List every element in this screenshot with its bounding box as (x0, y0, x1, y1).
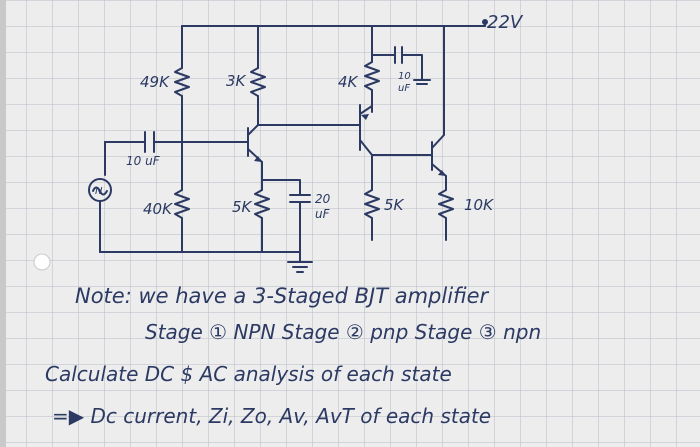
re3-resistor (438, 189, 454, 219)
q1-transistor (181, 124, 263, 163)
ac-source-wave (92, 186, 108, 196)
notebook-binding (0, 0, 6, 447)
ce2-label-top: 10 (398, 71, 411, 82)
punch-hole (33, 253, 51, 271)
re1-label: 5K (232, 198, 253, 216)
r1-resistor (174, 67, 190, 97)
ce1-label-bottom: uF (315, 207, 331, 221)
rc2-label: 5K (384, 196, 405, 214)
source-label: N (95, 186, 103, 197)
supply-label: 22V (487, 12, 524, 33)
q3-transistor (431, 129, 447, 177)
note-line-1: Note: we have a 3-Staged BJT amplifier (75, 284, 490, 308)
note-line-2: Stage ① NPN Stage ② pnp Stage ③ npn (145, 320, 541, 344)
note-line-4: =▶ Dc current, Zi, Zo, Av, AvT of each s… (52, 404, 491, 428)
c-in-label: 10 uF (126, 154, 161, 168)
r2-resistor (174, 189, 190, 219)
r-e2-resistor (364, 61, 380, 91)
r2-label: 40K (143, 200, 173, 218)
ce2-label-bottom: uF (398, 83, 410, 94)
rc2-resistor (364, 189, 380, 219)
ce2-capacitor (371, 46, 431, 85)
input-capacitor (104, 131, 183, 153)
ce1-capacitor (261, 179, 311, 253)
re3-label: 10K (464, 196, 494, 214)
q1-emitter-arrow (254, 156, 262, 162)
r1-label: 49K (140, 73, 170, 91)
re1-resistor (254, 189, 270, 219)
q3-emitter-arrow (438, 170, 446, 176)
q2-emitter-arrow (361, 114, 369, 120)
supply-branch (443, 21, 486, 131)
r-e2-label: 4K (338, 73, 359, 91)
ce1-label-top: 20 (315, 192, 331, 206)
q2-transistor (359, 104, 373, 156)
rc1-label: 3K (226, 72, 247, 90)
ground-symbol (287, 251, 313, 273)
rc1-resistor (250, 67, 266, 97)
note-line-3: Calculate DC $ AC analysis of each state (45, 362, 452, 386)
